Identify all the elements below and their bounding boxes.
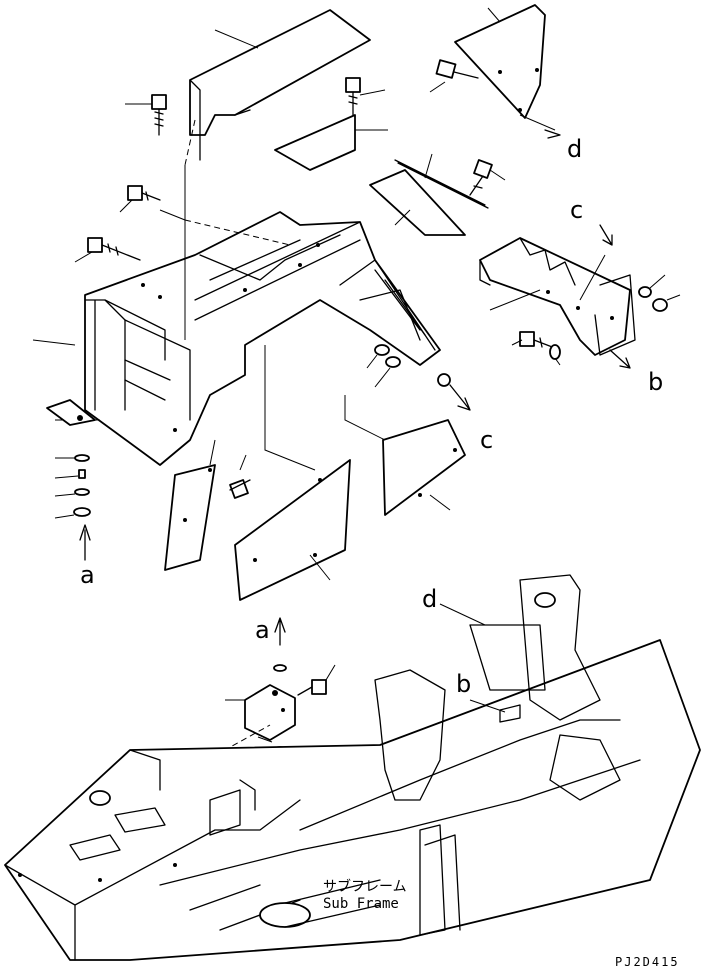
lower-left-cover — [164, 439, 216, 571]
subframe-label-en: Sub Frame — [323, 896, 399, 912]
top-cover-plate — [189, 9, 371, 161]
drawing-code: PJ2D415 — [615, 955, 680, 969]
tray-plate — [274, 114, 388, 171]
nuts-right — [638, 274, 681, 312]
subframe-label-jp: サブフレーム — [323, 879, 407, 895]
bolt-right-bracket — [511, 331, 561, 366]
bolt-upper-center — [345, 77, 386, 116]
callout-d-lower: d — [422, 585, 438, 613]
bolt-lower-left — [229, 454, 251, 499]
bolt-frame-mid — [119, 185, 161, 213]
bolt-frame-left — [74, 237, 141, 263]
callout-d-top: d — [567, 135, 583, 163]
rubber-strip — [394, 153, 489, 209]
callout-b-right: b — [648, 368, 664, 396]
right-bracket — [479, 224, 636, 369]
sub-frame — [4, 574, 701, 961]
mount-bracket — [225, 617, 296, 741]
seal-panel — [369, 169, 466, 236]
right-center-cover — [344, 395, 466, 516]
bolt-upper-left — [125, 94, 167, 136]
side-triangle-panel — [454, 4, 561, 139]
bolt-upper-right — [429, 59, 479, 93]
callout-a-lower: a — [255, 616, 270, 644]
callout-c-top: c — [570, 196, 584, 224]
center-lower-cover — [234, 345, 351, 601]
bolt-seal — [469, 159, 506, 196]
callout-c-right: c — [480, 426, 494, 454]
washers-center — [366, 344, 471, 411]
callout-a-upper: a — [80, 561, 95, 589]
washer-stack — [54, 454, 91, 561]
foot-bracket — [46, 399, 96, 426]
main-frame-body — [32, 211, 441, 466]
callout-b-lower: b — [456, 670, 472, 698]
